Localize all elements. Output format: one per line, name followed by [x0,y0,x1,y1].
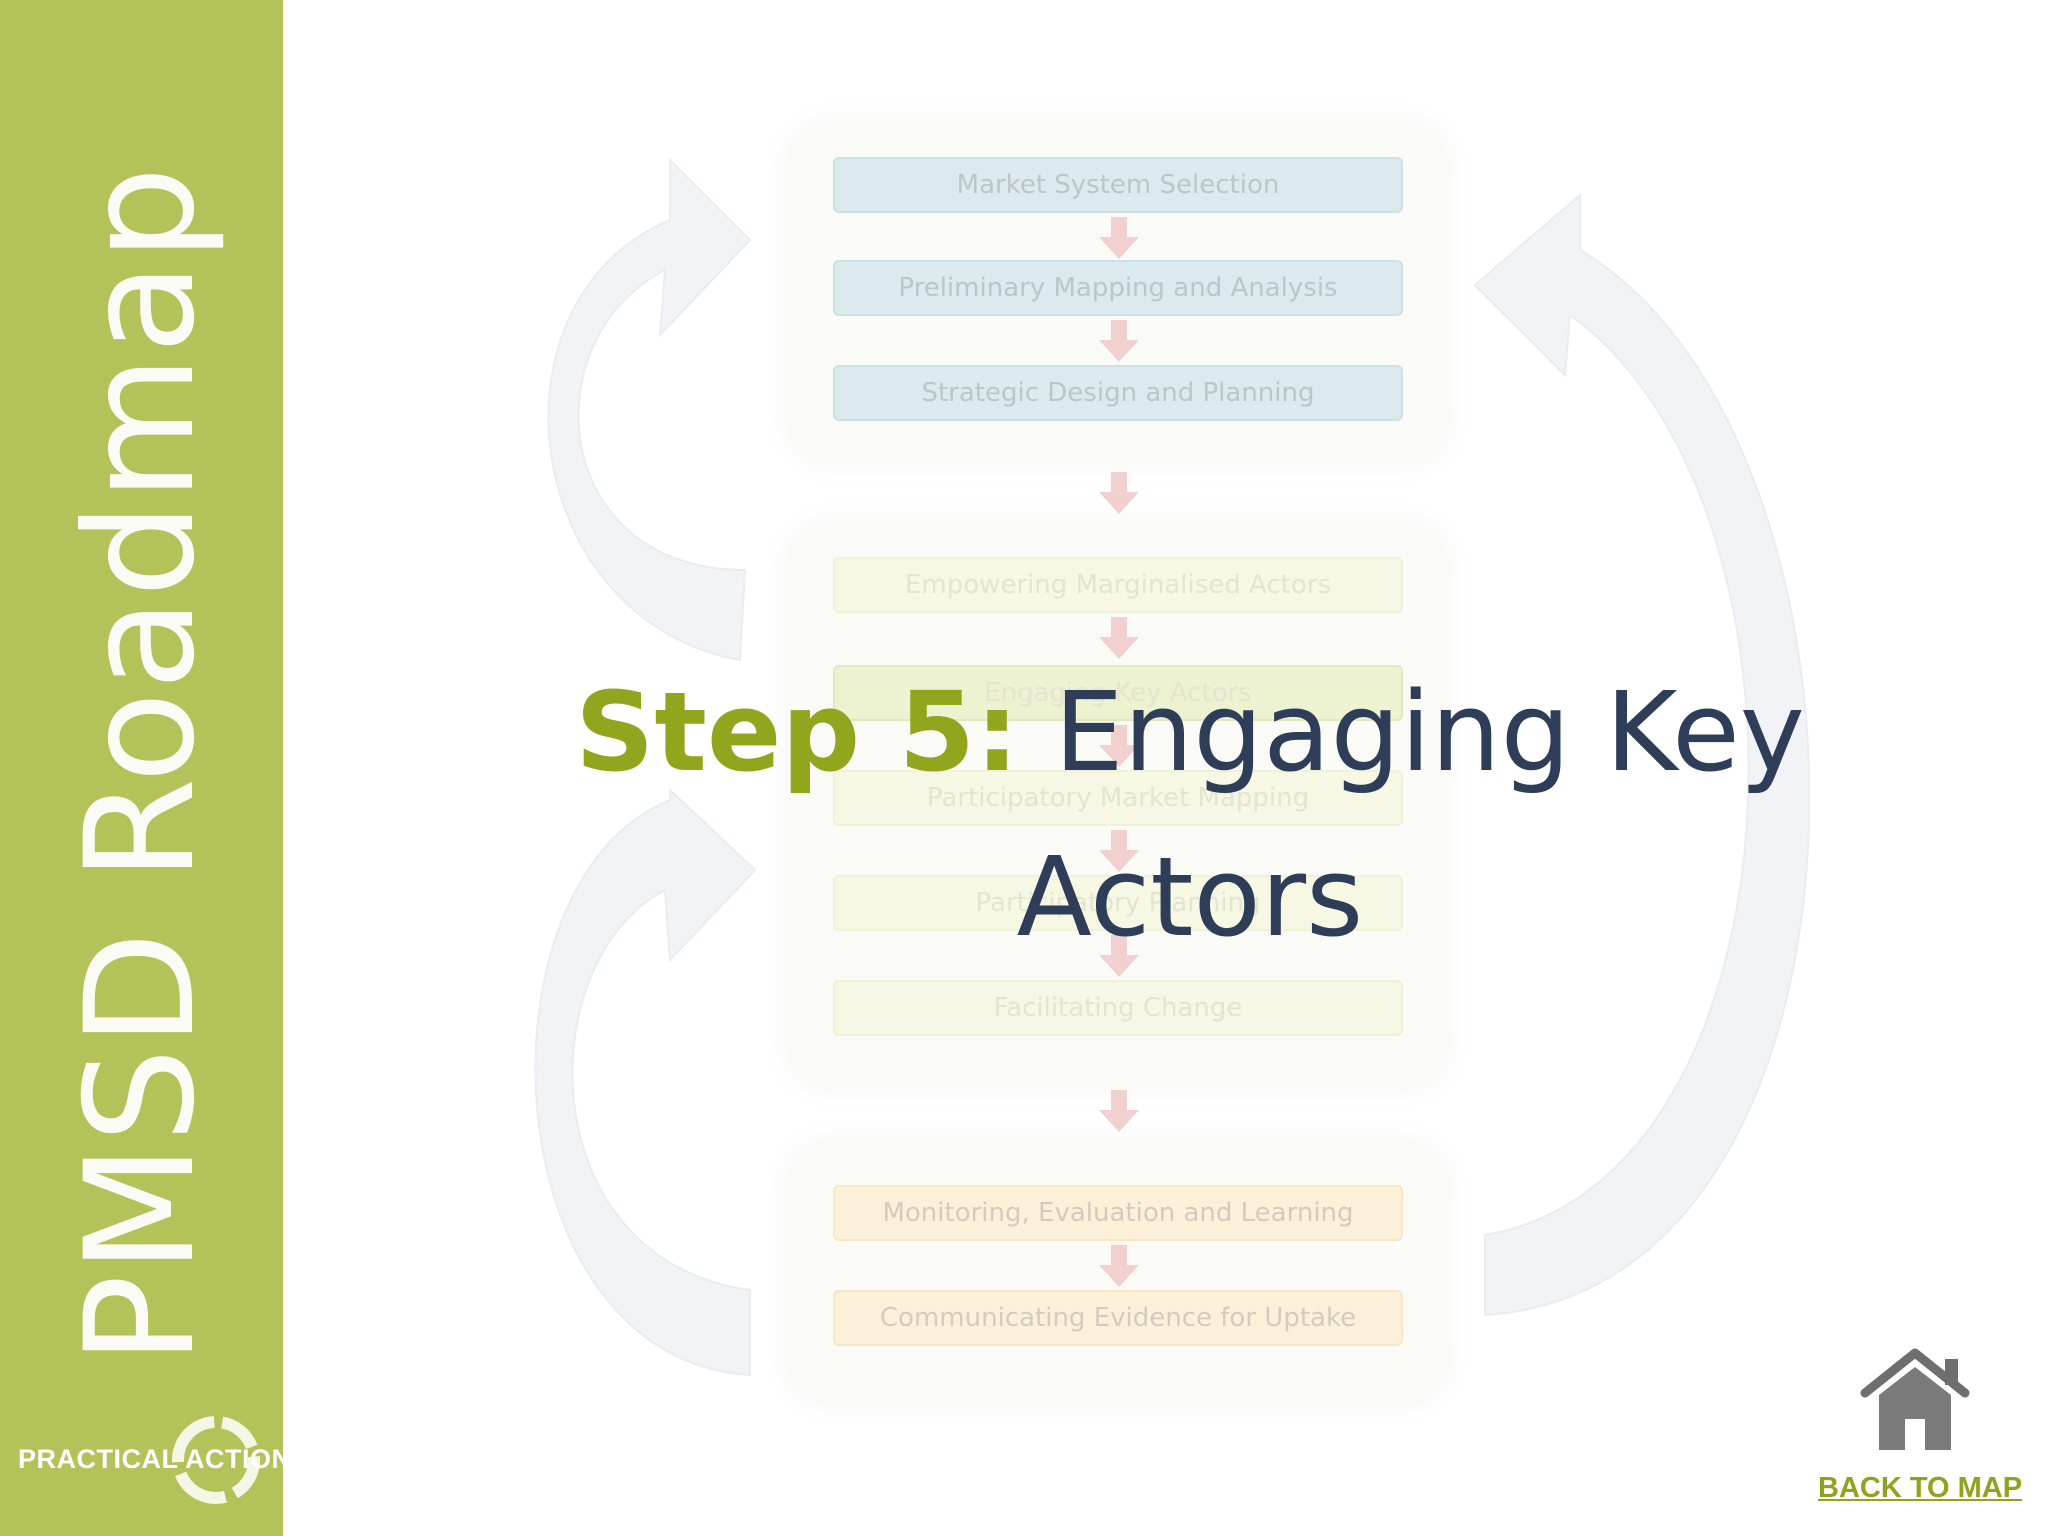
heading-title-line1: Engaging Key [1019,668,1805,796]
box-monitoring-evaluation: Monitoring, Evaluation and Learning [833,1185,1403,1241]
box-empowering-marginalised: Empowering Marginalised Actors [833,557,1403,613]
box-market-system-selection: Market System Selection [833,157,1403,213]
cycle-arrows [534,157,1811,1377]
down-arrow-icon [1099,1090,1139,1132]
box-communicating-evidence: Communicating Evidence for Uptake [833,1290,1403,1346]
down-arrow-icon [1099,935,1139,977]
down-arrow-icon [1099,217,1139,259]
step-number: Step 5 [575,668,976,796]
box-strategic-design: Strategic Design and Planning [833,365,1403,421]
down-arrow-icon [1099,472,1139,514]
logo-ring-icon [172,1416,260,1504]
box-engaging-key-actors: Engaging Key Actors [833,665,1403,721]
home-icon[interactable] [1845,1345,1985,1455]
box-facilitating-change: Facilitating Change [833,980,1403,1036]
heading-title-line2: Actors [1016,833,1364,961]
top-group: Market System Selection Preliminary Mapp… [785,120,1450,465]
down-arrow-icon [1099,1245,1139,1287]
logo-text: PRACTICAL ACTION [18,1444,292,1474]
down-arrow-icon [1099,830,1139,872]
down-arrow-icon [1099,725,1139,767]
left-upper-cycle-arrow [547,157,752,662]
box-preliminary-mapping: Preliminary Mapping and Analysis [833,260,1403,316]
right-cycle-arrow [1473,192,1811,1317]
sidebar: PMSD Roadmap PRACTICAL ACTION [0,0,291,1536]
roadmap-diagram: Market System Selection Preliminary Mapp… [470,100,1870,1430]
sidebar-title: PMSD Roadmap [54,165,228,1365]
back-to-map-link[interactable]: BACK TO MAP [1818,1472,2023,1504]
left-lower-cycle-arrow [534,787,757,1377]
slide-heading: Step 5: Engaging Key Actors [540,650,1840,980]
step-colon: : [975,668,1020,796]
middle-group: Empowering Marginalised Actors Engaging … [785,520,1450,1090]
box-participatory-planning: Participatory Planning [833,875,1403,931]
bottom-group: Monitoring, Evaluation and Learning Comm… [785,1140,1450,1405]
down-arrow-icon [1099,320,1139,362]
down-arrow-icon [1099,617,1139,659]
practical-action-logo: PRACTICAL ACTION [18,1410,291,1520]
box-participatory-market-mapping: Participatory Market Mapping [833,770,1403,826]
